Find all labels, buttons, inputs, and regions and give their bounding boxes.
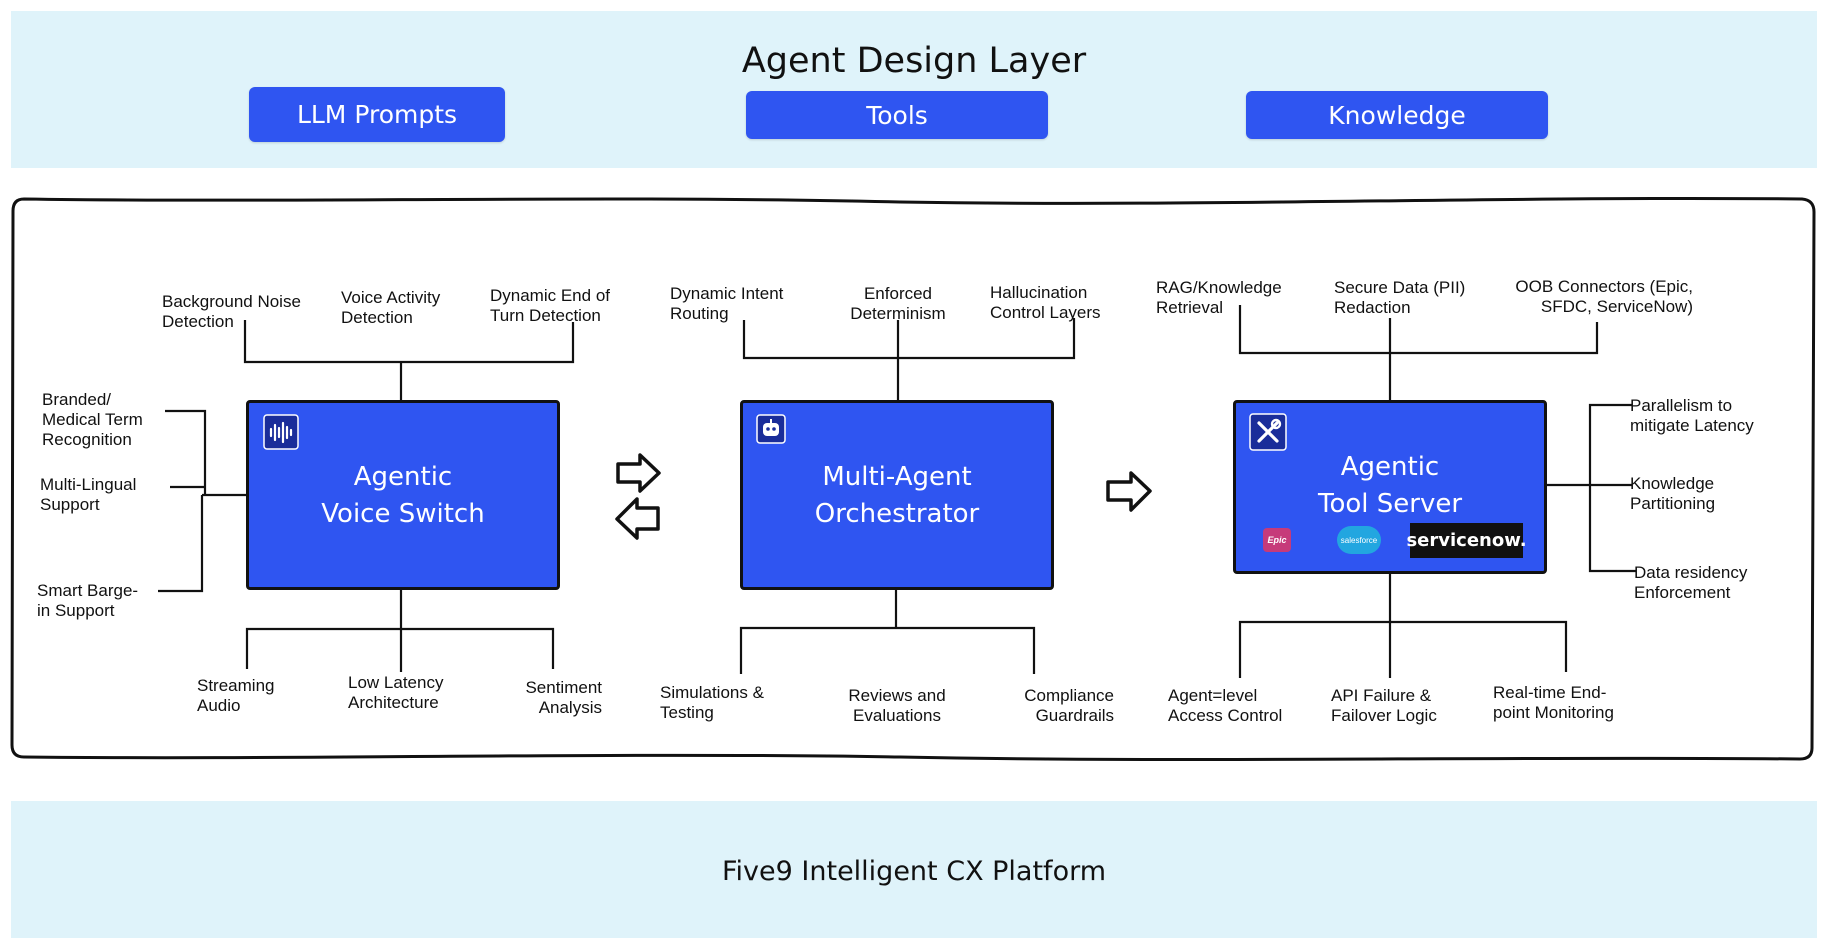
enforced-determinism-label: Enforced Determinism bbox=[850, 284, 946, 323]
right-arrow-icon bbox=[1106, 471, 1152, 512]
streaming-audio-label: Streaming Audio bbox=[197, 676, 275, 715]
compliance-guardrails-label: Compliance Guardrails bbox=[1024, 686, 1114, 725]
epic-logo: Epic bbox=[1263, 528, 1291, 552]
servicenow-logo: servicenow. bbox=[1406, 523, 1527, 558]
rag-knowledge-label: RAG/Knowledge Retrieval bbox=[1156, 278, 1282, 317]
sketch-frame bbox=[10, 196, 1816, 762]
agentic-voice-switch-box: Agentic Voice Switch bbox=[246, 400, 560, 590]
salesforce-logo: salesforce bbox=[1337, 526, 1381, 554]
sentiment-analysis-label: Sentiment Analysis bbox=[525, 678, 602, 717]
agent-level-access-label: Agent=level Access Control bbox=[1168, 686, 1283, 725]
dynamic-end-of-turn-label: Dynamic End of Turn Detection bbox=[490, 286, 610, 325]
orchestrator-title: Multi-Agent Orchestrator bbox=[814, 462, 980, 529]
hallucination-control-label: Hallucination Control Layers bbox=[990, 283, 1101, 322]
multi-lingual-label: Multi-Lingual Support bbox=[40, 475, 137, 514]
llm-prompts-pill: LLM Prompts bbox=[249, 87, 505, 142]
knowledge-pill: Knowledge bbox=[1246, 91, 1548, 139]
multi-agent-orchestrator-box: Multi-Agent Orchestrator bbox=[740, 400, 1054, 590]
branded-medical-term-label: Branded/ Medical Term Recognition bbox=[42, 390, 143, 449]
tools-icon bbox=[1249, 413, 1287, 451]
agent-design-layer-title: Agent Design Layer bbox=[741, 41, 1087, 81]
secure-data-label: Secure Data (PII) Redaction bbox=[1334, 278, 1466, 317]
left-arrow-icon bbox=[615, 497, 660, 540]
voice-switch-title: Agentic Voice Switch bbox=[321, 462, 485, 529]
voice-activity-label: Voice Activity Detection bbox=[341, 288, 441, 327]
reviews-evaluations-label: Reviews and Evaluations bbox=[848, 686, 946, 725]
low-latency-label: Low Latency Architecture bbox=[348, 673, 444, 712]
data-residency-label: Data residency Enforcement bbox=[1634, 563, 1748, 602]
agentic-tool-server-box: Agentic Tool Server Epic salesforce serv… bbox=[1233, 400, 1547, 574]
right-arrow-icon bbox=[616, 453, 661, 493]
dynamic-intent-routing-label: Dynamic Intent Routing bbox=[670, 284, 784, 323]
tool-server-title: Agentic Tool Server bbox=[1317, 452, 1463, 519]
platform-band: Five9 Intelligent CX Platform bbox=[11, 801, 1817, 938]
knowledge-partitioning-label: Knowledge Partitioning bbox=[1630, 474, 1716, 513]
parallelism-label: Parallelism to mitigate Latency bbox=[1630, 396, 1754, 435]
robot-icon bbox=[756, 414, 786, 444]
audio-waveform-icon bbox=[263, 414, 299, 450]
oob-connectors-label: OOB Connectors (Epic, SFDC, ServiceNow) bbox=[1515, 277, 1693, 316]
realtime-monitoring-label: Real-time End- point Monitoring bbox=[1493, 683, 1614, 722]
simulations-testing-label: Simulations & Testing bbox=[660, 683, 764, 722]
background-noise-label: Background Noise Detection bbox=[162, 292, 301, 331]
platform-title: Five9 Intelligent CX Platform bbox=[721, 856, 1107, 887]
tools-pill: Tools bbox=[746, 91, 1048, 139]
smart-barge-in-label: Smart Barge- in Support bbox=[37, 581, 139, 620]
api-failure-label: API Failure & Failover Logic bbox=[1331, 686, 1437, 725]
